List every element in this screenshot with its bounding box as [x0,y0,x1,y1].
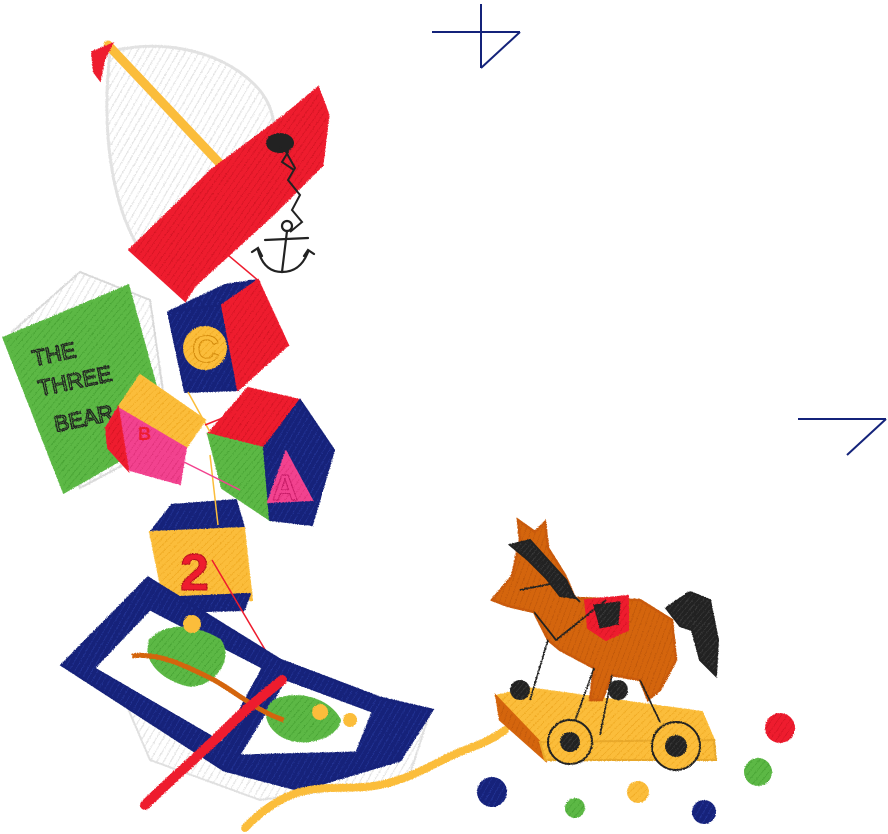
horse-wheel [510,680,530,700]
dot-green [744,758,772,786]
block-pink-side [104,405,130,474]
block-pink-label: B [138,424,151,444]
block-2-label: 2 [180,544,209,602]
horse-saddle-seat [593,601,621,629]
horse-wheel [651,721,701,771]
block-letter-a: A [206,386,336,527]
toy-sailboat [90,40,330,303]
horse-wheel [608,680,628,700]
block-a-label: A [272,467,298,508]
atlas-dot [343,713,357,727]
dot-yellow [627,781,649,803]
dot-navy [692,800,716,824]
block-2-front [148,526,254,608]
anchor-icon [250,219,316,274]
horse-bridle [519,581,607,642]
atlas-dot [183,615,201,633]
block-letter-c: C [166,278,290,394]
crop-mark-icon [432,4,521,69]
block-a-emblem [266,449,314,504]
boat-mast [103,40,231,175]
atlas-land-left [147,626,226,687]
toy-horse-on-wheels [489,517,720,771]
block-c-emblem [183,326,227,370]
atlas-dot [312,704,328,720]
red-ribbon [140,675,287,810]
boat-porthole [266,133,294,153]
block-c-label: C [192,329,219,371]
dot-navy [477,777,507,807]
horse-wheel [547,719,593,765]
boat-flag [90,42,115,83]
atlas-river [131,652,285,723]
block-pink: B [104,373,207,486]
crop-mark-icon [798,418,887,456]
dot-red [765,713,795,743]
scattered-dots [477,713,795,824]
dot-green [565,798,585,818]
horse-tail [664,590,720,679]
block-c-side [220,278,290,392]
block-2-top [149,498,246,532]
yellow-string [241,726,509,832]
open-atlas-book [59,576,435,802]
anchor-chain [274,144,304,233]
horse-leg-lines [529,639,661,736]
